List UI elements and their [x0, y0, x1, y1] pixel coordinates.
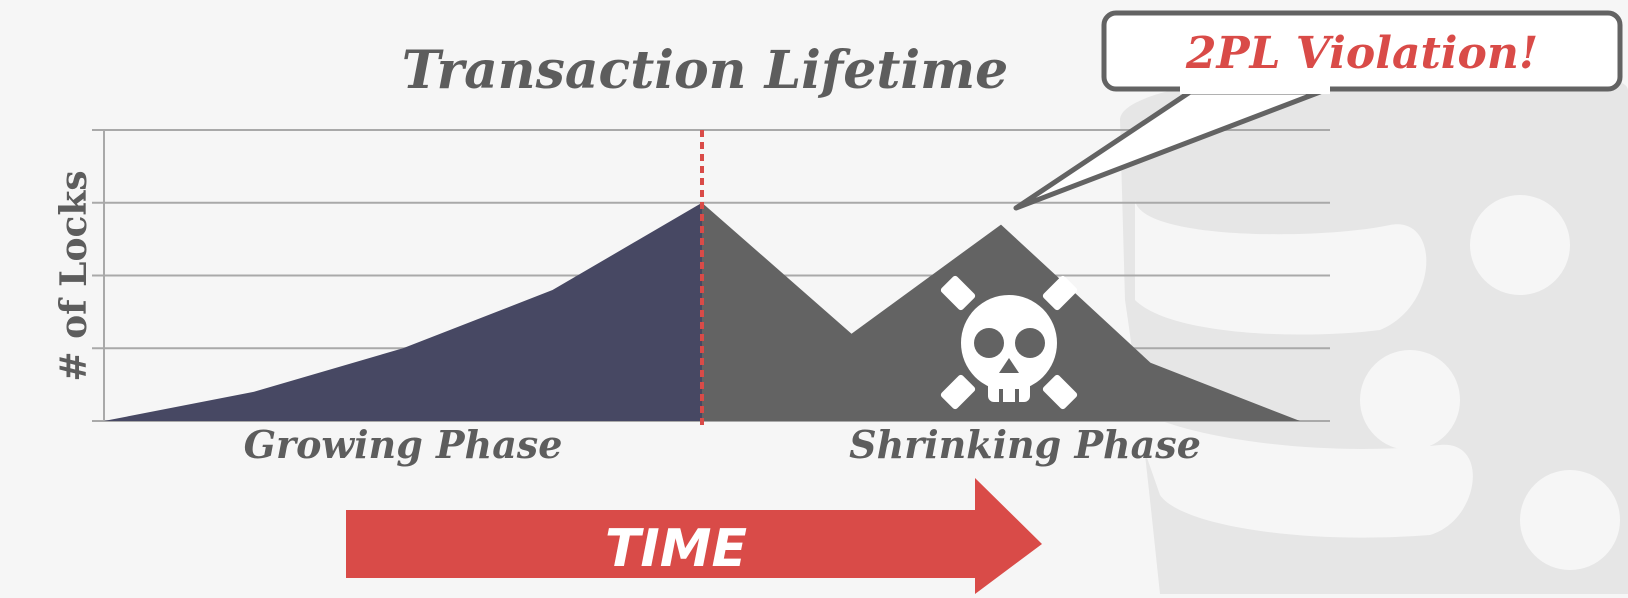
growing-phase-label: Growing Phase — [244, 422, 563, 467]
skull-crossbones-icon — [940, 275, 1078, 410]
time-arrow: TIME — [346, 478, 1042, 594]
diagram-title: Transaction Lifetime — [402, 40, 1008, 101]
violation-callout: 2PL Violation! — [1013, 10, 1623, 211]
violation-callout-text: 2PL Violation! — [1185, 28, 1538, 79]
y-axis-label: # of Locks — [53, 170, 95, 381]
time-label: TIME — [605, 519, 747, 579]
shrinking-phase-label: Shrinking Phase — [849, 422, 1201, 467]
growing-phase-area — [104, 202, 702, 421]
database-watermark-icon — [1120, 66, 1628, 594]
